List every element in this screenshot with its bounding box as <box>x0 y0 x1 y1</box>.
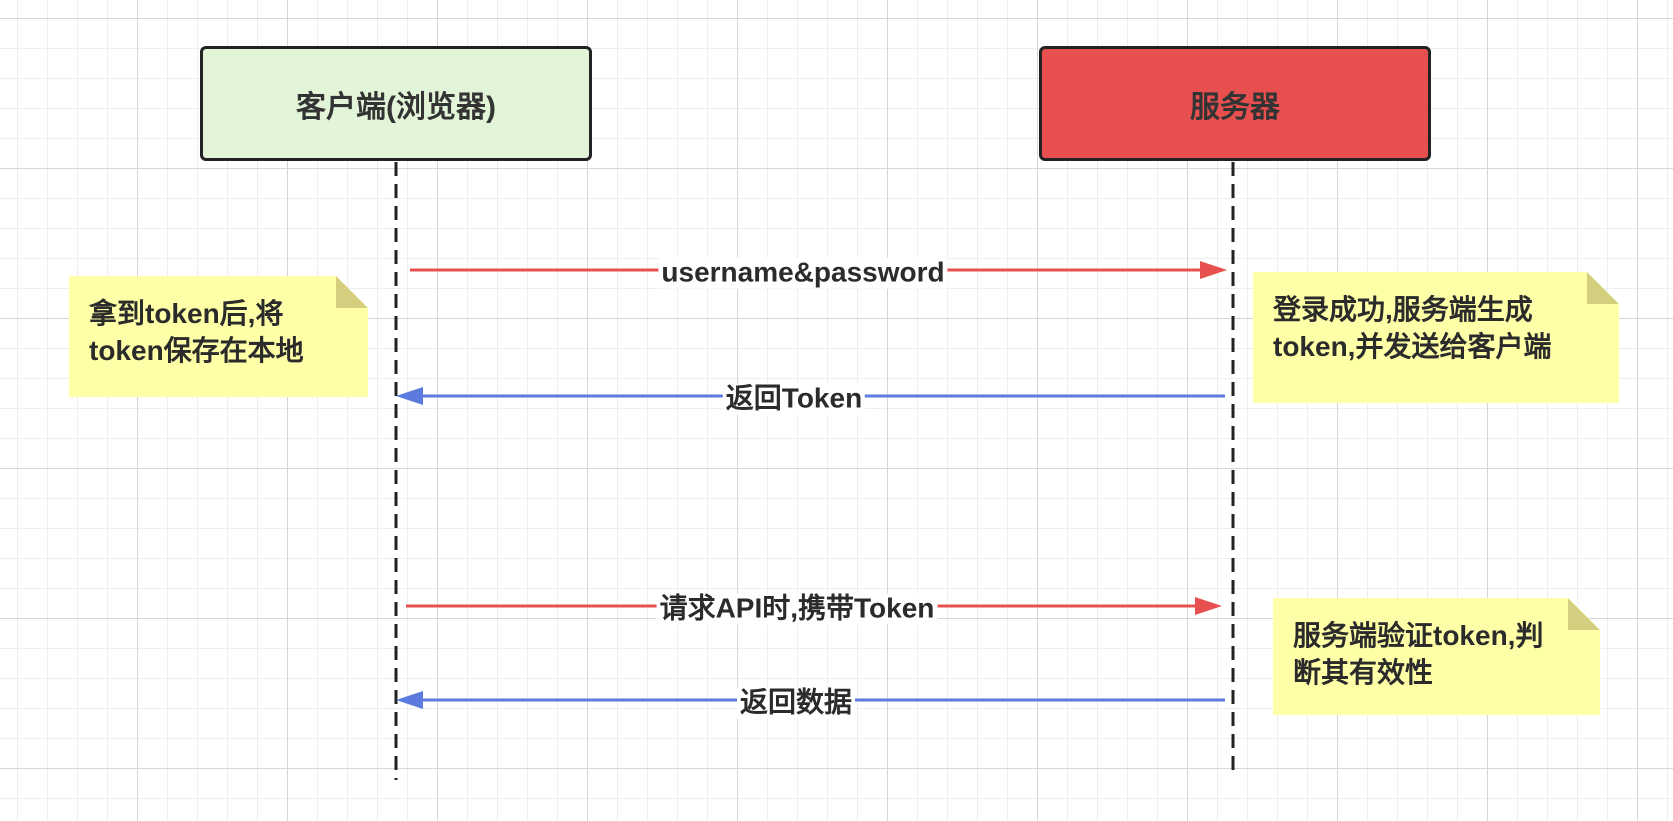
client-participant-label: 客户端(浏览器) <box>296 90 496 124</box>
note-server-generate-token: 登录成功,服务端生成 token,并发送给客户端 <box>1253 272 1619 403</box>
note-line: 登录成功,服务端生成 <box>1273 294 1533 325</box>
server-participant[interactable]: 服务器 <box>1039 46 1431 161</box>
message-arrowhead-api-request <box>1195 597 1222 615</box>
client-participant[interactable]: 客户端(浏览器) <box>200 46 592 161</box>
message-label-api-request: 请求API时,携带Token <box>656 593 938 625</box>
note-line: token,并发送给客户端 <box>1273 330 1552 362</box>
note-line: token保存在本地 <box>89 334 304 366</box>
note-server-validate-token: 服务端验证token,判 断其有效性 <box>1273 598 1600 715</box>
note-line: 断其有效性 <box>1293 656 1434 688</box>
message-label-credentials: username&password <box>658 257 948 289</box>
message-arrowhead-credentials <box>1200 261 1227 279</box>
message-label-return-token: 返回Token <box>722 383 866 415</box>
message-arrowhead-return-data <box>396 691 423 709</box>
message-label-return-data: 返回数据 <box>736 687 856 719</box>
message-arrowhead-return-token <box>396 387 423 405</box>
note-line: 服务端验证token,判 <box>1293 620 1544 651</box>
note-client-store-token: 拿到token后,将 token保存在本地 <box>69 276 368 397</box>
note-line: 拿到token后,将 <box>89 298 284 329</box>
server-participant-label: 服务器 <box>1190 90 1280 124</box>
